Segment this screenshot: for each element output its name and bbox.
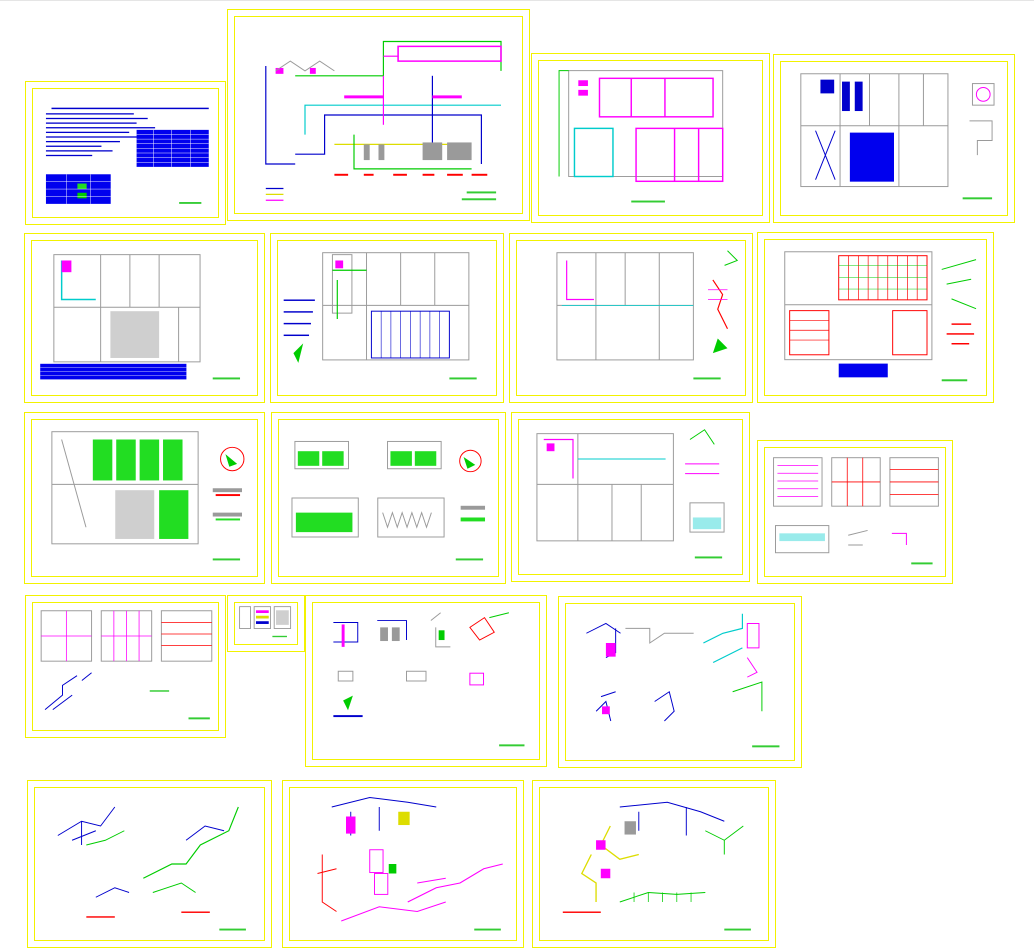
notes-table-drawing — [45, 107, 209, 204]
tank-sections-drawing — [291, 440, 486, 561]
floor-plan-red-grid-drawing — [784, 251, 977, 382]
sheet-floor-plan-details[interactable] — [511, 412, 750, 582]
floor-plan-green-fill-drawing — [51, 431, 245, 561]
sheet-isometric-piping-4[interactable] — [532, 780, 776, 948]
sheet-general-layout[interactable] — [531, 53, 770, 223]
viewport-top-edge — [0, 0, 1034, 1]
isometric-piping-4-drawing — [562, 801, 751, 931]
sheet-floor-plan-1[interactable] — [24, 233, 265, 403]
sheet-design-notes[interactable] — [25, 81, 226, 225]
grid-details-small-drawing — [40, 610, 213, 720]
isometric-piping-3-drawing — [317, 797, 503, 931]
plan-tank-detail-drawing — [800, 73, 995, 200]
sheet-floor-plan-2[interactable] — [270, 233, 504, 403]
sheet-isometric-piping-3[interactable] — [282, 780, 524, 948]
general-layout-drawing — [558, 70, 724, 203]
sheet-grid-details-small[interactable] — [25, 595, 226, 738]
sheet-plan-tank-detail[interactable] — [773, 54, 1015, 223]
isometric-piping-2-drawing — [57, 806, 246, 931]
sheet-floor-plan-green-fill[interactable] — [24, 412, 265, 584]
sheet-floor-plan-red-grid[interactable] — [757, 232, 994, 403]
isometric-piping-1-drawing — [586, 613, 780, 748]
sheet-tank-sections[interactable] — [271, 412, 506, 584]
floor-plan-3-drawing — [556, 250, 739, 380]
floor-plan-1-drawing — [40, 254, 241, 380]
sheet-isometric-piping-1[interactable] — [558, 596, 802, 768]
sheet-isometric-piping-2[interactable] — [27, 780, 272, 948]
sheet-floor-plan-3[interactable] — [509, 233, 753, 403]
process-flow-drawing — [265, 40, 502, 201]
small-table-drawing — [239, 606, 292, 638]
sheet-process-flow[interactable] — [227, 9, 530, 221]
sheet-grid-details[interactable] — [757, 440, 953, 584]
sheet-equipment-details[interactable] — [305, 595, 547, 767]
floor-plan-2-drawing — [283, 252, 477, 380]
floor-plan-details-drawing — [536, 429, 725, 559]
sheet-small-table[interactable] — [227, 595, 305, 652]
equipment-details-drawing — [333, 612, 525, 747]
grid-details-drawing — [773, 457, 939, 565]
